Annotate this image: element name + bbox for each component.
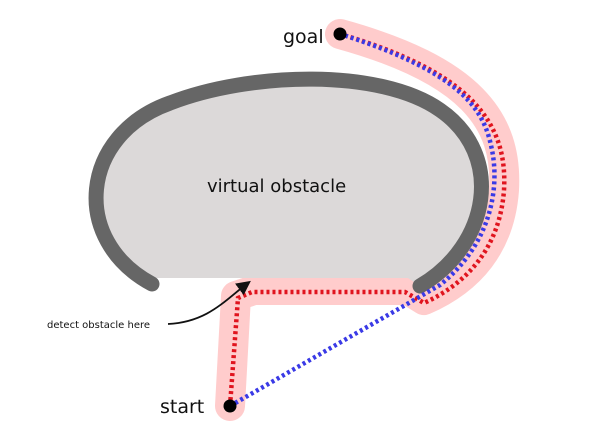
obstacle-fill [96,79,482,286]
obstacle-label: virtual obstacle [207,176,346,197]
annotation-label: detect obstacle here [47,320,150,331]
start-point [223,399,237,413]
annotation-arrow [167,280,251,325]
path-red-dotted [227,31,507,407]
obstacle-border [88,71,489,294]
goal-label: goal [283,26,324,48]
start-label: start [160,396,204,418]
goal-point [333,27,347,41]
path-blue-dotted [228,31,497,408]
